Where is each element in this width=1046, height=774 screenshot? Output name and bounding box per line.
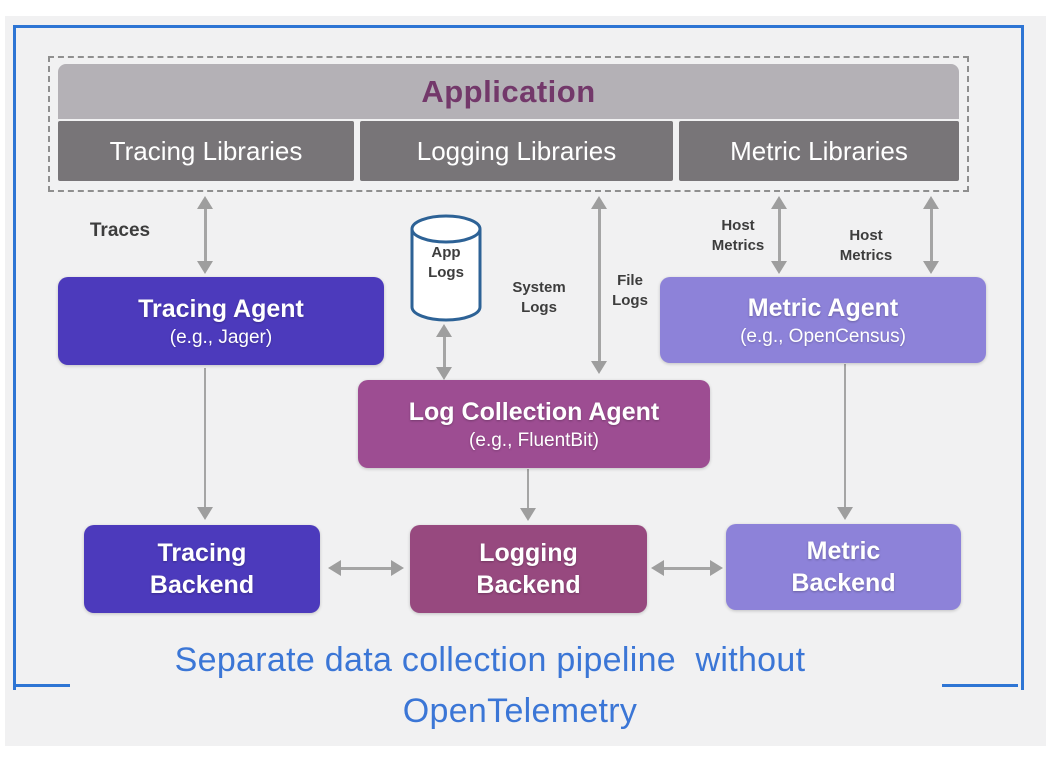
metric-agent-box: Metric Agent (e.g., OpenCensus) [660,277,986,363]
arrow-head-up [436,324,452,337]
arrow-head-right [391,560,404,576]
arrow-shaft [442,337,446,367]
host-metrics-left-label: Host Metrics [711,217,765,255]
application-header: Application [58,64,959,119]
application-title: Application [421,73,596,109]
host-metrics-right-double-arrow-icon [923,196,939,274]
metric-backend-box: Metric Backend [726,524,961,610]
caption-line2: OpenTelemetry [402,692,638,730]
metric-agent-title: Metric Agent [747,293,899,322]
arrow-shaft [929,209,933,261]
frame-bottom-left-segment [13,684,70,687]
traces-double-arrow-icon [197,196,213,274]
tracing-libraries-label: Tracing Libraries [109,135,303,166]
tracing-agent-title: Tracing Agent [138,294,304,323]
arrow-shaft [664,566,710,570]
logging-metric-double-arrow-icon [651,560,723,576]
application-dashed-container [48,56,969,192]
tracing-libraries-box: Tracing Libraries [58,121,354,181]
logging-libraries-label: Logging Libraries [416,135,617,166]
log-agent-to-backend-arrow-icon [520,469,536,521]
logging-backend-label: Logging Backend [476,538,581,600]
arrow-head-down [591,361,607,374]
arrow-head-down [197,507,213,520]
log-collection-agent-box: Log Collection Agent (e.g., FluentBit) [358,380,710,468]
tracing-agent-to-backend-arrow-icon [197,368,213,520]
arrow-shaft [527,469,529,508]
arrow-shaft [777,209,781,261]
tracing-agent-subtitle: (e.g., Jager) [169,326,273,348]
metric-libraries-box: Metric Libraries [679,121,959,181]
arrow-head-down [436,367,452,380]
metric-agent-to-backend-arrow-icon [837,364,853,520]
frame-border [13,25,1024,690]
caption-line1: Separate data collection pipeline withou… [174,641,806,679]
arrow-head-right [710,560,723,576]
host-metrics-left-double-arrow-icon [771,196,787,274]
tracing-backend-label: Tracing Backend [149,538,255,600]
arrow-head-up [771,196,787,209]
arrow-head-up [197,196,213,209]
arrow-head-left [651,560,664,576]
log-collection-agent-subtitle: (e.g., FluentBit) [469,429,599,451]
arrow-head-down [520,508,536,521]
app-logs-database-icon [410,214,482,322]
arrow-head-down [197,261,213,274]
logging-backend-box: Logging Backend [410,525,647,613]
metric-libraries-label: Metric Libraries [730,135,908,166]
file-logs-double-arrow-icon [591,196,607,374]
tracing-agent-box: Tracing Agent (e.g., Jager) [58,277,384,365]
arrow-shaft [597,209,601,361]
logging-libraries-box: Logging Libraries [360,121,673,181]
metric-agent-subtitle: (e.g., OpenCensus) [740,325,906,347]
arrow-shaft [844,364,846,507]
metric-backend-label: Metric Backend [791,536,896,598]
system-logs-label: System Logs [512,279,566,317]
arrow-head-down [923,261,939,274]
library-row: Tracing Libraries Logging Libraries Metr… [58,121,959,181]
log-collection-agent-title: Log Collection Agent [408,397,660,426]
arrow-head-up [591,196,607,209]
arrow-head-up [923,196,939,209]
tracing-backend-box: Tracing Backend [84,525,320,613]
arrow-shaft [203,209,207,261]
arrow-head-down [837,507,853,520]
arrow-shaft [204,368,206,507]
app-logs-label: App Logs [428,244,464,282]
arrow-shaft [341,566,391,570]
file-logs-label: File Logs [612,272,648,310]
traces-label: Traces [89,220,151,241]
arrow-head-left [328,560,341,576]
tracing-logging-double-arrow-icon [328,560,404,576]
arrow-head-down [771,261,787,274]
app-logs-double-arrow-icon [436,324,452,380]
host-metrics-right-label: Host Metrics [839,227,893,265]
frame-bottom-right-segment [942,684,1018,687]
